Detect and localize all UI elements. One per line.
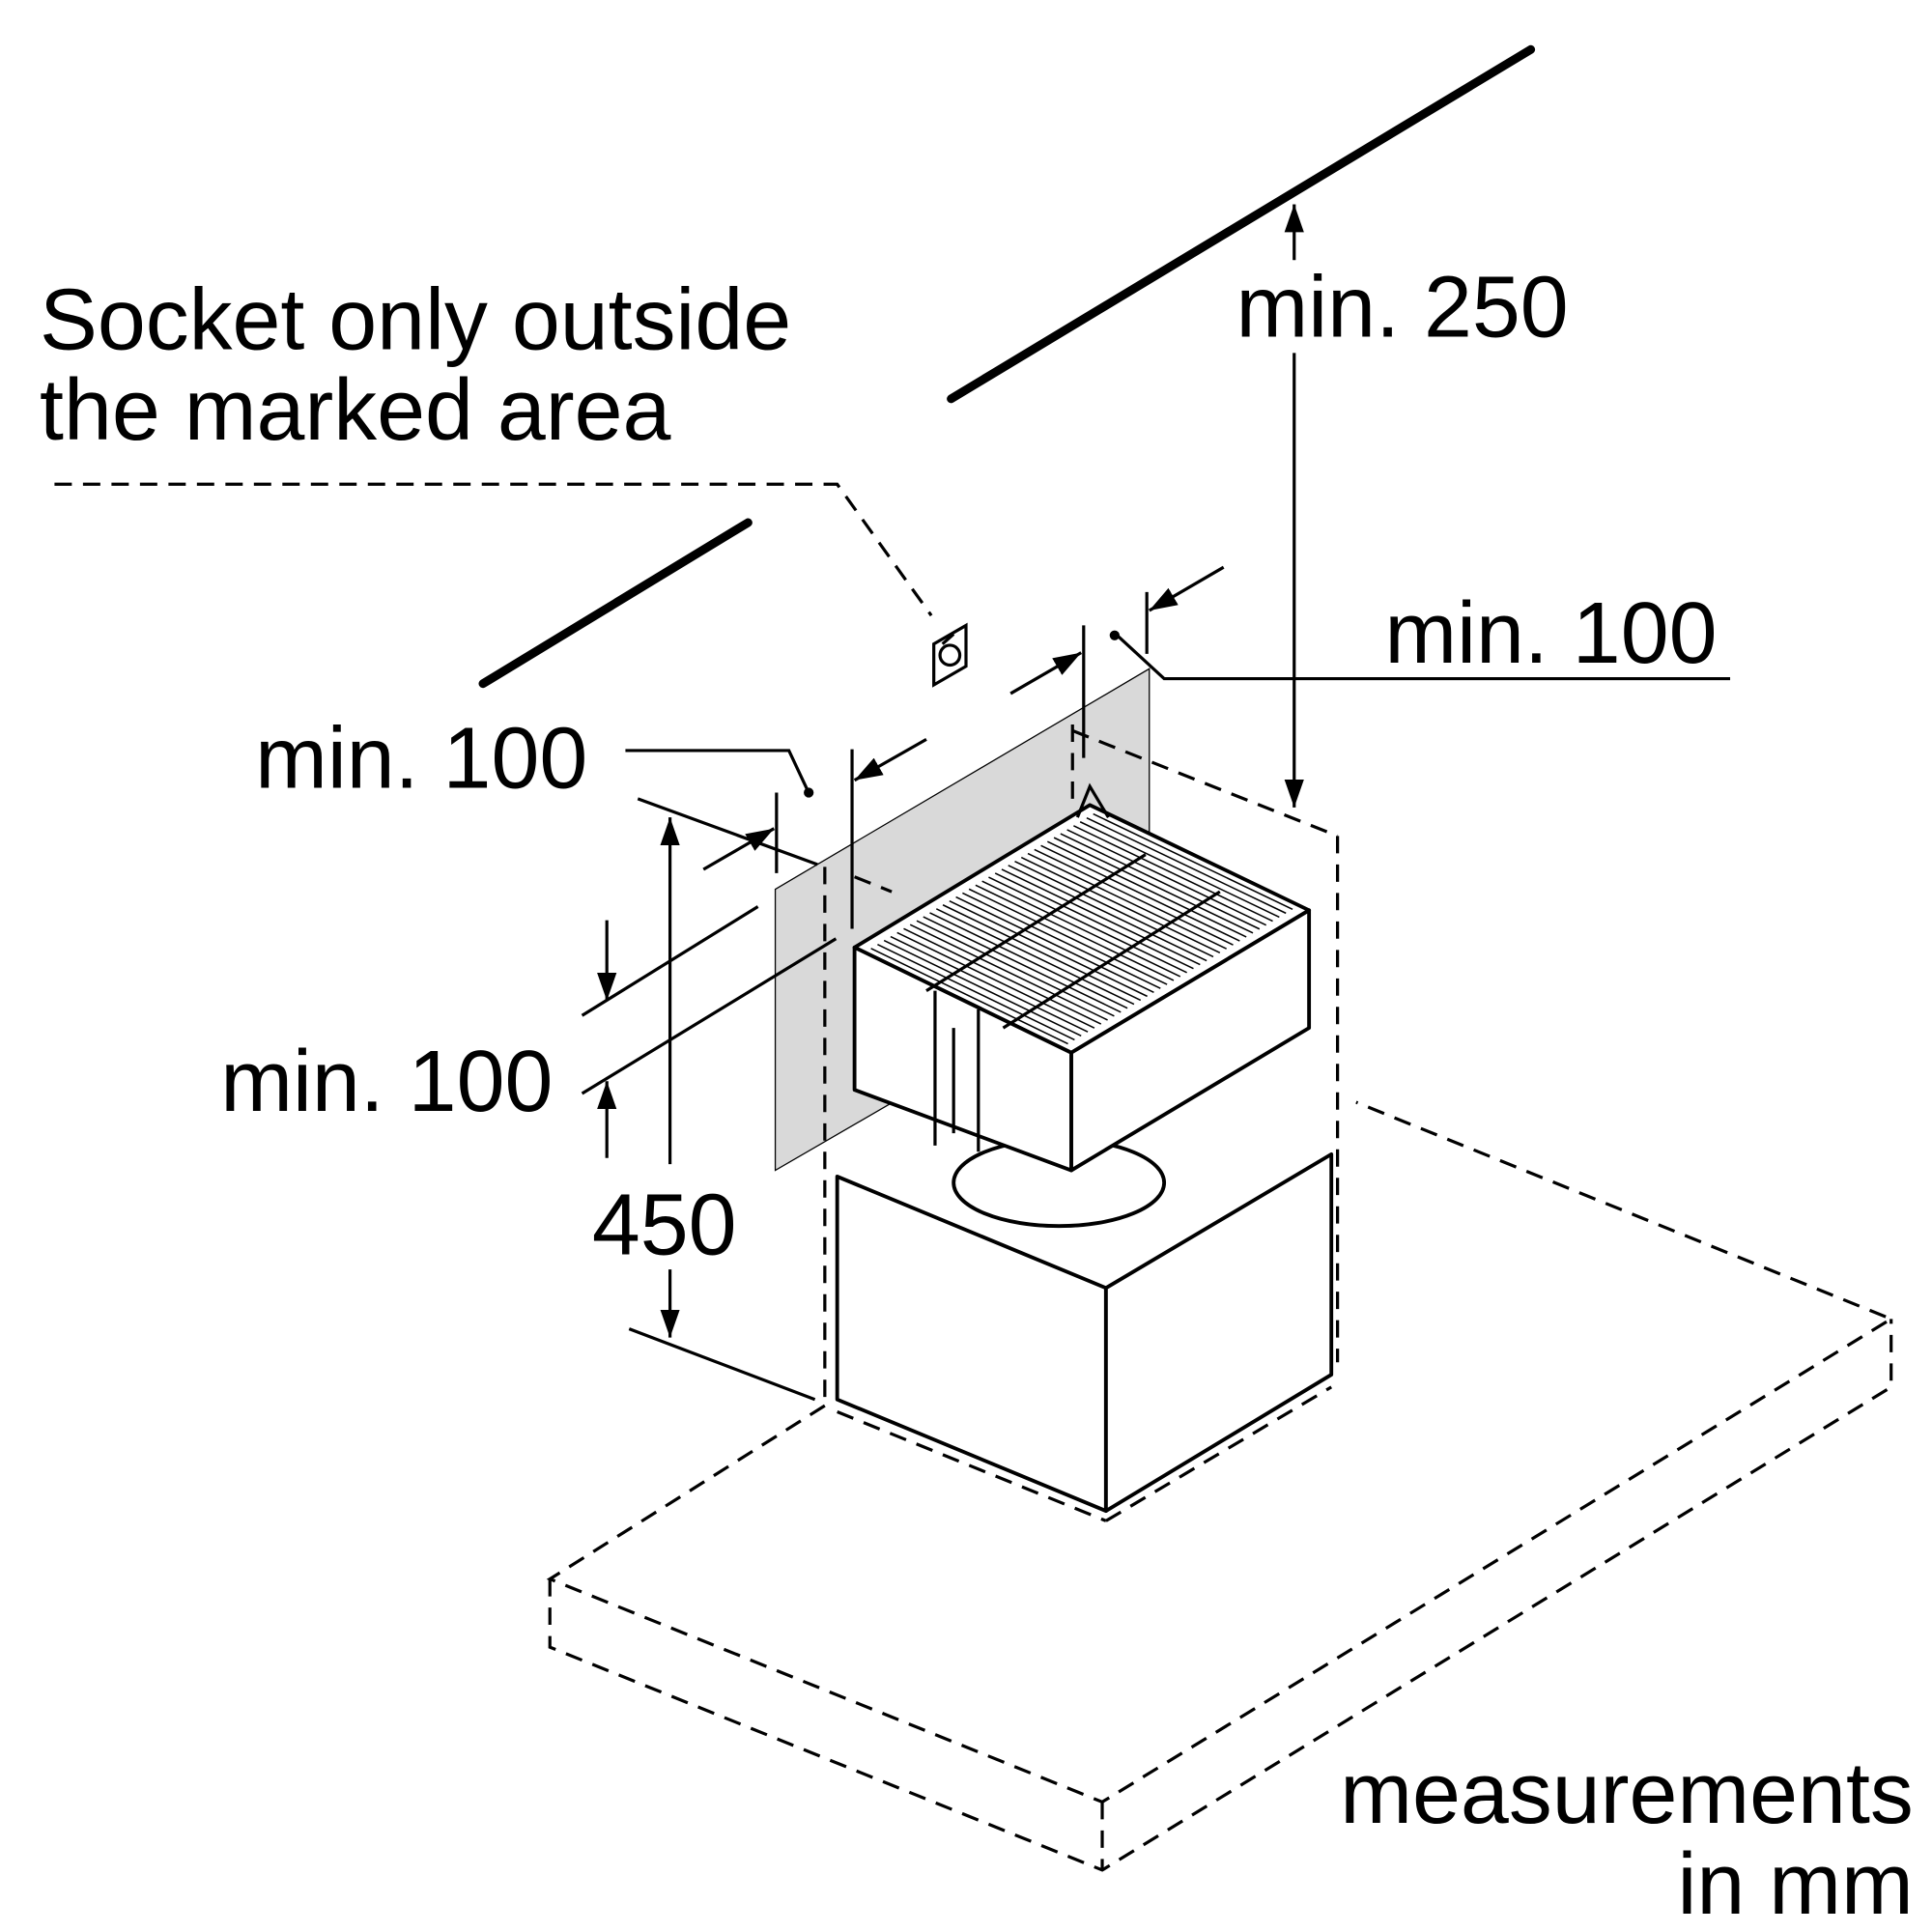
filter-hatch-line	[988, 876, 1187, 974]
filter-hatch-line	[1073, 825, 1273, 923]
filter-hatch-line	[975, 884, 1175, 981]
right-side-leader	[1116, 634, 1731, 681]
height-extension-line	[628, 1327, 816, 1402]
filter-hatch-line	[923, 916, 1122, 1013]
filter-hatch-line	[1008, 865, 1208, 962]
filter-hatch-line	[1046, 840, 1247, 938]
right-side-clearance-label: min. 100	[1384, 585, 1717, 682]
hood-outline-dashed	[823, 724, 1340, 1406]
lower-clearance-label: min. 100	[220, 1034, 553, 1130]
left-clearance-arrow	[853, 737, 927, 782]
lower-extension-line	[581, 937, 838, 1095]
filter-hatch-line	[1086, 816, 1287, 915]
height-label: 450	[592, 1178, 737, 1274]
right-side-leader-dot	[1109, 630, 1120, 640]
units-note-line1: measurements	[1340, 1746, 1913, 1842]
socket-note-line1: Socket only outside	[40, 272, 791, 369]
filter-hatch-line	[903, 927, 1102, 1025]
filter-hatch-line	[896, 931, 1095, 1029]
filter-hatch-line	[1034, 848, 1234, 946]
ceiling-edge-line	[947, 44, 1536, 404]
filter-hatch-line	[981, 880, 1181, 978]
filter-hatch-line	[962, 892, 1161, 989]
filter-hatch-line	[955, 895, 1154, 993]
left-side-leader-dot	[804, 787, 814, 798]
wall-edge-line	[478, 518, 753, 689]
units-note-line2: in mm	[1677, 1836, 1913, 1932]
filter-hatch-line	[949, 899, 1148, 998]
filter-hatch-line	[1066, 829, 1267, 926]
filter-hatch-line	[1020, 856, 1221, 954]
filter-hatch-line	[877, 944, 1075, 1041]
filter-hatch-line	[916, 920, 1115, 1017]
filter-hatch-line	[1093, 812, 1293, 910]
filter-hatch-line	[994, 872, 1194, 970]
cooker-hood-dashed	[546, 1100, 1895, 1872]
filter-hatch-line	[890, 935, 1089, 1033]
filter-hatch-line	[1053, 837, 1254, 934]
socket-note-line2: the marked area	[40, 362, 671, 459]
filter-hatch-line	[909, 923, 1108, 1021]
height-extension-line	[637, 797, 818, 867]
filter-hatch-line	[1027, 852, 1227, 950]
socket-icon	[932, 622, 968, 688]
left-clearance-arrow	[702, 827, 776, 871]
filter-hatch-line	[870, 948, 1068, 1045]
filter-hatch-line	[942, 904, 1142, 1002]
filter-hatch-line	[1001, 868, 1201, 966]
filter-hatch-line	[1040, 844, 1240, 942]
left-side-leader	[625, 749, 810, 791]
filter-housing-box	[835, 1151, 1334, 1522]
left-side-clearance-label: min. 100	[255, 710, 587, 807]
right-clearance-arrow	[1009, 651, 1083, 696]
recirculation-filter-module	[852, 782, 1312, 1229]
filter-hatch-line	[929, 912, 1128, 1009]
filter-hatch-line	[1079, 821, 1280, 919]
top-clearance-label: min. 250	[1236, 260, 1568, 356]
right-clearance-arrow	[1148, 565, 1225, 612]
filter-hatch-line	[968, 888, 1168, 985]
filter-hatch-line	[1060, 833, 1261, 930]
filter-hatch-line	[1014, 861, 1214, 958]
socket-leader-line	[54, 482, 933, 617]
filter-hatch-line	[935, 908, 1135, 1006]
filter-hatch-line	[883, 939, 1082, 1037]
